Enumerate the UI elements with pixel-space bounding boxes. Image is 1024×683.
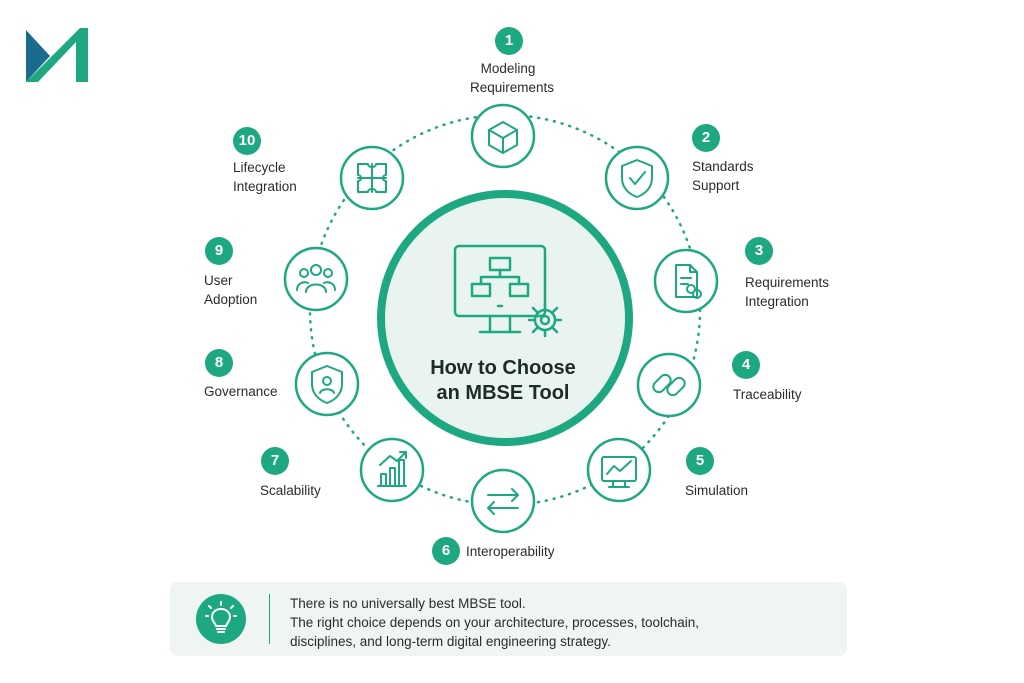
item-5-label-line1: Simulation	[685, 483, 749, 498]
item-2-label-line2: Support	[692, 178, 740, 193]
item-1-label-line1: Modeling	[480, 61, 536, 76]
puzzle-icon	[357, 163, 387, 193]
item-5-number-badge: 5	[686, 447, 714, 475]
note-line2: The right choice depends on your archite…	[290, 615, 699, 630]
item-7-label: Scalability	[260, 481, 321, 500]
note-line3: disciplines, and long-term digital engin…	[290, 634, 611, 649]
item-6-circle	[470, 468, 536, 534]
document-link-icon	[675, 264, 702, 299]
item-9-label-line2: Adoption	[204, 292, 258, 307]
cube-icon	[488, 121, 518, 154]
item-10-label-line1: Lifecycle	[233, 160, 286, 175]
item-9-label-line1: User	[204, 273, 233, 288]
item-9-number-badge: 9	[205, 237, 233, 265]
item-6-label: Interoperability	[466, 542, 555, 561]
item-10-label-line2: Integration	[233, 179, 297, 194]
item-9-label: User Adoption	[204, 271, 257, 309]
item-1-label: Modeling Requirements	[470, 59, 555, 97]
bar-chart-growth-icon	[377, 451, 407, 487]
lightbulb-icon	[205, 601, 237, 633]
note-divider	[269, 594, 270, 644]
item-7-number-badge: 7	[261, 447, 289, 475]
item-3-circle	[653, 248, 719, 314]
item-8-number-badge: 8	[205, 349, 233, 377]
center-title-line2: an MBSE Tool	[436, 382, 570, 404]
item-4-label: Traceability	[733, 385, 802, 404]
item-2-number-badge: 2	[692, 124, 720, 152]
item-3-number-badge: 3	[745, 237, 773, 265]
item-4-number-badge: 4	[732, 351, 760, 379]
key-takeaway-note: There is no universally best MBSE tool. …	[170, 582, 847, 656]
item-2-circle	[604, 145, 670, 211]
item-1-number-badge: 1	[495, 27, 523, 55]
item-7-circle	[359, 437, 425, 503]
item-1-circle	[470, 103, 536, 169]
note-line1: There is no universally best MBSE tool.	[290, 596, 526, 611]
brand-logo	[26, 28, 88, 82]
item-7-label-line1: Scalability	[260, 483, 321, 498]
item-4-label-line1: Traceability	[733, 387, 802, 402]
note-text: There is no universally best MBSE tool. …	[290, 594, 699, 651]
item-2-label: Standards Support	[692, 157, 754, 195]
item-3-label-line1: Requirements	[745, 275, 830, 290]
chain-link-icon	[652, 373, 686, 397]
users-group-icon	[296, 264, 336, 293]
item-5-label: Simulation	[685, 481, 748, 500]
item-8-label-line1: Governance	[204, 384, 278, 399]
center-title: How to Choose an MBSE Tool	[403, 356, 603, 406]
item-3-label: Requirements Integration	[745, 273, 829, 311]
item-9-circle	[283, 246, 349, 312]
item-2-label-line1: Standards	[692, 159, 754, 174]
monitor-flowchart-gear-icon	[453, 244, 563, 338]
item-3-label-line2: Integration	[745, 294, 809, 309]
item-8-label: Governance	[204, 382, 278, 401]
item-10-number-badge: 10	[233, 127, 261, 155]
item-6-label-line1: Interoperability	[466, 544, 555, 559]
lightbulb-badge	[196, 594, 246, 644]
swap-arrows-icon	[487, 488, 519, 515]
item-6-number-badge: 6	[432, 537, 460, 565]
item-10-label: Lifecycle Integration	[233, 158, 297, 196]
shield-user-icon	[311, 365, 343, 404]
center-disc	[377, 190, 633, 446]
center-title-line1: How to Choose	[430, 357, 576, 379]
monitor-chart-icon	[601, 456, 637, 488]
shield-check-icon	[621, 159, 653, 198]
item-1-label-line2: Requirements	[470, 80, 555, 95]
